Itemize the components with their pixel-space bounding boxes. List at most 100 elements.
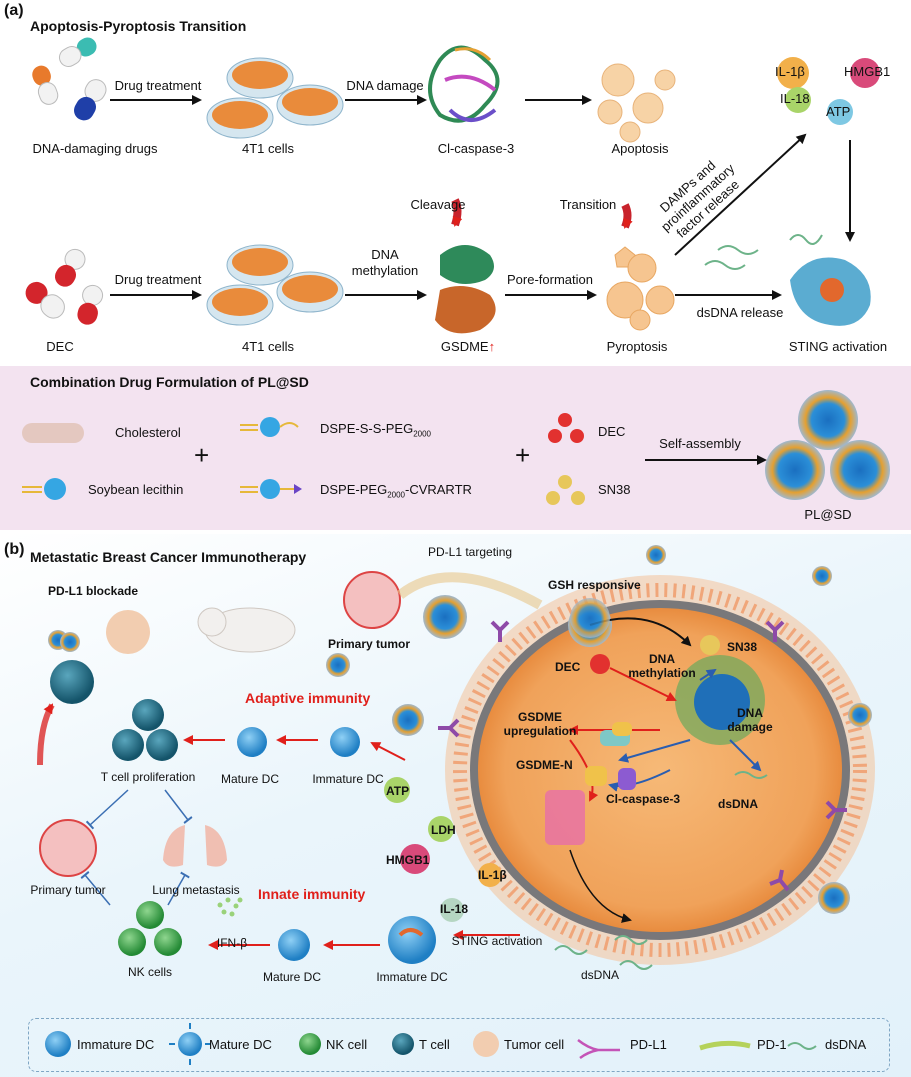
dsdna-outer-label: dsDNA [580, 968, 620, 982]
plus-sign-1: + [194, 440, 210, 470]
dec-molecule-icon [590, 654, 610, 674]
legend-pd-1: PD-1 [757, 1037, 787, 1052]
hmgb1-label-b: HMGB1 [386, 853, 430, 867]
gsdme-n-icon [585, 766, 607, 786]
gsdme-upregulation-icon [600, 722, 632, 746]
pl-sd-label: PL@SD [804, 507, 852, 522]
gsdme-n-label: GSDME-N [516, 758, 573, 772]
legend-pd-l1: PD-L1 [630, 1037, 667, 1052]
dspe-peg-cvrartr-icon [240, 479, 302, 499]
panel-a-letter: (a) [4, 2, 24, 19]
lung-metastasis-label: Lung metastasis [152, 883, 240, 897]
primary-tumor-top-icon [343, 571, 401, 629]
cl-caspase-3-label-b: Cl-caspase-3 [606, 792, 681, 806]
immature-dc-label-1: Immature DC [312, 772, 384, 786]
mature-dc-label-1: Mature DC [220, 772, 280, 786]
cleavage-label: Cleavage [410, 197, 466, 212]
pd-l1-blockade-icon [50, 610, 150, 704]
ifn-beta-label: IFN-β [216, 936, 248, 950]
sn38-label-formulation: SN38 [598, 482, 631, 497]
dsdna-inner-label: dsDNA [718, 797, 759, 811]
pyroptosis-label: Pyroptosis [606, 339, 668, 354]
dec-capsule-icon [25, 248, 104, 325]
gsh-responsive-label: GSH responsive [548, 578, 641, 592]
sn38-molecule-icon [700, 635, 720, 655]
dspe-ss-sub: 2000 [413, 429, 431, 439]
sn38-dots-icon [546, 475, 585, 505]
dspe-ss-text: DSPE-S-S-PEG [320, 421, 414, 436]
factor-blobs-icon [777, 57, 880, 125]
mouse-icon [197, 607, 296, 653]
dec-label-a: DEC [46, 339, 74, 354]
tumor-cell-illustration [445, 575, 875, 965]
legend-box [28, 1018, 890, 1072]
gsdme-protein-icon [435, 245, 496, 334]
formulation-title: Combination Drug Formulation of PL@SD [30, 374, 309, 390]
il18-label-b: IL-18 [440, 902, 469, 916]
mature-dc-label-2: Mature DC [262, 970, 322, 984]
legend-mature-dc: Mature DC [209, 1037, 272, 1052]
4t1-cells-label-2: 4T1 cells [241, 339, 295, 354]
gsdme-upregulation-b-2: upregulation [503, 724, 577, 738]
legend-t-cell-icon [392, 1033, 414, 1055]
immature-dc-icon-2 [388, 916, 436, 964]
nk-cells-label: NK cells [127, 965, 173, 979]
dec-label-formulation: DEC [598, 424, 626, 439]
drug-treatment-label-2: Drug treatment [114, 272, 202, 287]
immature-dc-label-2: Immature DC [376, 970, 448, 984]
factor-atp: ATP [826, 104, 851, 119]
dna-damage-b-2: damage [727, 720, 773, 734]
plus-sign-2: + [515, 440, 531, 470]
dna-damage-label: DNA damage [346, 78, 424, 93]
mature-dc-icon-2 [278, 929, 310, 961]
drug-treatment-label-1: Drug treatment [114, 78, 202, 93]
lung-icon [163, 825, 227, 867]
dsdna-inner-icon [734, 771, 768, 779]
dsdna-strands-icon [704, 234, 823, 270]
dec-dots-icon [548, 413, 584, 443]
gsh-particle-icon [570, 598, 610, 638]
primary-tumor-top-label: Primary tumor [328, 637, 411, 651]
lecithin-label: Soybean lecithin [88, 482, 184, 497]
legend-mature-dc-icon [169, 1023, 211, 1065]
legend-nk-cell: NK cell [326, 1037, 368, 1052]
primary-tumor-icon [39, 819, 97, 877]
cholesterol-label: Cholesterol [115, 425, 181, 440]
dspe-peg-sub: 2000 [387, 490, 405, 500]
legend-pd-1-icon [699, 1040, 751, 1051]
legend-tumor-cell: Tumor cell [504, 1037, 565, 1052]
gsdme-upregulation-b-1: GSDME [517, 710, 563, 724]
gsdme-pore-icon [545, 790, 585, 845]
factor-il18: IL-18 [780, 91, 810, 106]
cholesterol-icon [22, 423, 84, 443]
nk-cell-cluster-icon [118, 901, 182, 956]
t-cell-cluster-icon [112, 699, 178, 761]
pd-l1-blockade-label: PD-L1 blockade [48, 584, 139, 598]
legend-nk-cell-icon [299, 1033, 321, 1055]
mature-dc-icon-1 [237, 727, 267, 757]
dna-damage-b-1: DNA [737, 706, 763, 720]
ifn-dots-icon [217, 897, 243, 917]
factor-il1b: IL-1β [775, 64, 805, 79]
atp-label-b: ATP [386, 784, 410, 798]
legend-immature-dc: Immature DC [77, 1037, 155, 1052]
sn38-label-b: SN38 [727, 640, 758, 654]
immature-dc-icon-1 [330, 727, 360, 757]
dna-methylation-b-1: DNA [649, 652, 675, 666]
dsdna-release-label: dsDNA release [696, 305, 784, 320]
cl-caspase-icon [618, 768, 636, 790]
petri-dish-icon-2 [206, 244, 344, 326]
dspe-ss-peg-label: DSPE-S-S-PEG2000 [320, 421, 431, 439]
pd-l1-receptors [438, 620, 847, 892]
dsdna-outer-icon [554, 935, 653, 970]
legend-immature-dc-icon [45, 1031, 71, 1057]
panel-b-title: Metastatic Breast Cancer Immunotherapy [30, 549, 307, 565]
legend-dsdna: dsDNA [825, 1037, 867, 1052]
petri-dish-icon [206, 57, 344, 139]
primary-tumor-label: Primary tumor [30, 883, 106, 897]
dspe-peg-text: DSPE-PEG [320, 482, 388, 497]
transition-label: Transition [559, 197, 617, 212]
pd-l1-targeting-label: PD-L1 targeting [428, 545, 513, 559]
dspe-peg-suffix: -CVRARTR [404, 482, 472, 497]
sting-activation-label-b: STING activation [451, 934, 543, 948]
